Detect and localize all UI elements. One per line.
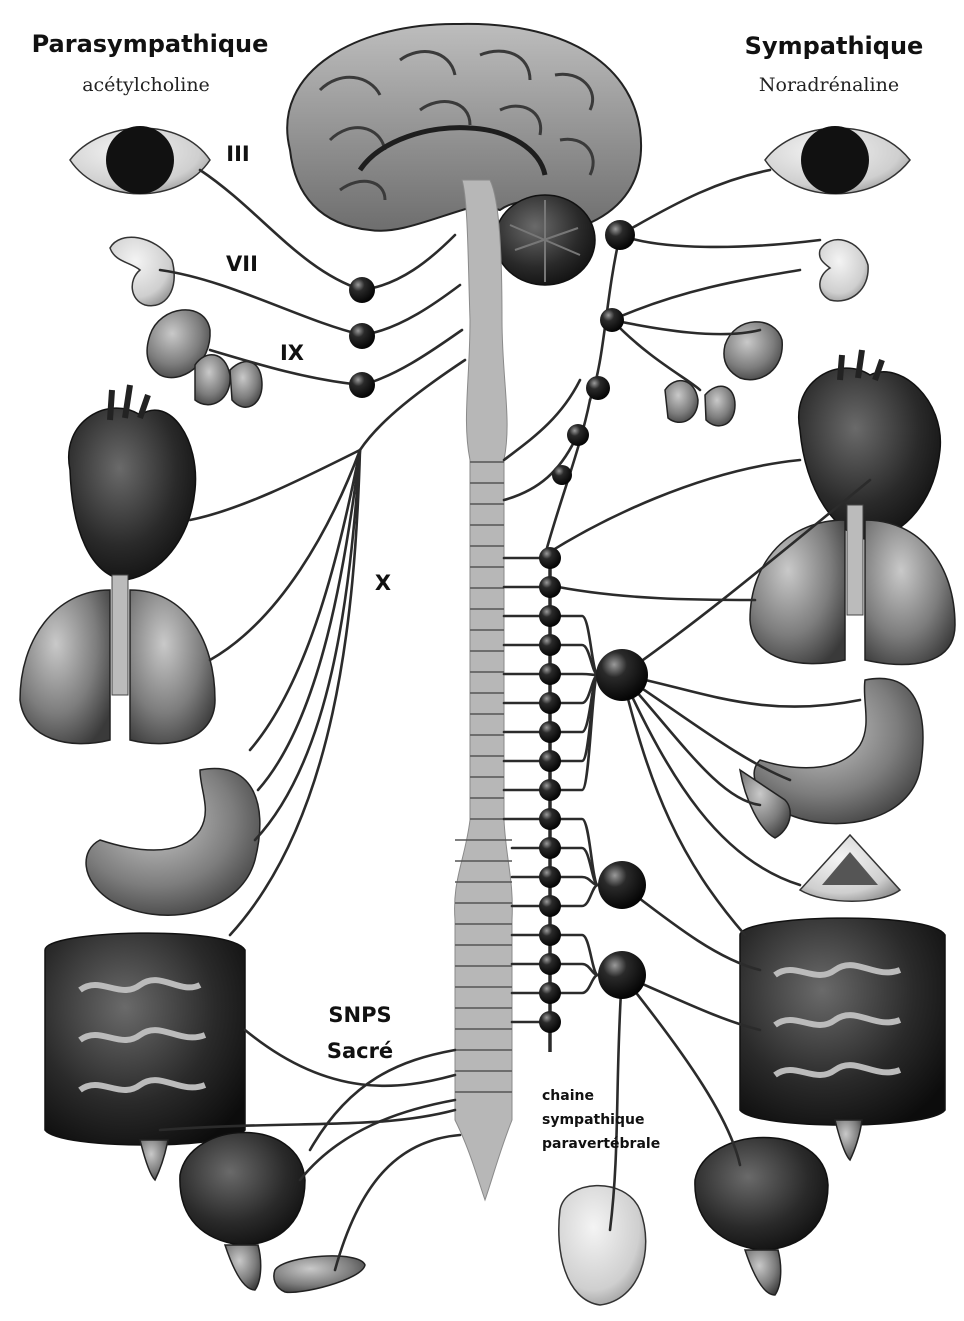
right-eye [765, 126, 910, 194]
chain-ganglion [539, 692, 561, 714]
left-pupil [106, 126, 174, 194]
chain-label-line3: paravertébrale [542, 1136, 660, 1152]
cervical-ganglion [552, 465, 572, 485]
left-subtitle: acétylcholine [82, 74, 210, 96]
right-intestines [740, 918, 945, 1160]
sympathetic-chain [504, 547, 598, 1052]
chain-ganglion [539, 837, 561, 859]
right-lacrimal-gland [819, 240, 868, 301]
parasympathetic-ganglia [349, 277, 375, 398]
right-title: Sympathique [745, 32, 924, 60]
chain-ganglion [539, 953, 561, 975]
spinal-cord [455, 180, 513, 1200]
left-lungs [20, 575, 215, 744]
chain-ganglion [539, 576, 561, 598]
left-heart [69, 385, 196, 580]
celiac-ganglion [596, 649, 648, 701]
chain-ganglion [539, 808, 561, 830]
ganglion-vii [349, 323, 375, 349]
right-bladder [695, 1138, 828, 1296]
cervical-ganglion [567, 424, 589, 446]
right-pupil [801, 126, 869, 194]
chain-ganglion [539, 895, 561, 917]
chain-ganglion [539, 547, 561, 569]
chain-label-line1: chaine [542, 1088, 594, 1104]
left-genital-organ [274, 1256, 365, 1292]
sacral-label-line2: Sacré [327, 1039, 393, 1063]
left-eye [70, 126, 210, 194]
superior-mesenteric-ganglion [598, 861, 646, 909]
chain-ganglion [539, 924, 561, 946]
right-stomach [740, 678, 923, 838]
middle-cervical-ganglion [600, 308, 624, 332]
right-adrenal-gland [800, 835, 900, 901]
left-stomach [86, 768, 260, 915]
ganglion-ix [349, 372, 375, 398]
prevertebral-ganglia [596, 649, 648, 999]
right-testis [559, 1186, 646, 1305]
nerve-label-ix: IX [280, 341, 304, 365]
inferior-mesenteric-ganglion [598, 951, 646, 999]
chain-ganglion [539, 866, 561, 888]
chain-label-line2: sympathique [542, 1112, 644, 1128]
chain-ganglion [539, 663, 561, 685]
right-heart [799, 350, 941, 540]
nerve-label-vii: VII [226, 252, 258, 276]
chain-ganglion [539, 779, 561, 801]
brain [287, 24, 641, 285]
nerve-label-x: X [375, 571, 391, 595]
right-subtitle: Noradrénaline [759, 74, 899, 96]
chain-ganglion [539, 750, 561, 772]
left-title: Parasympathique [32, 30, 269, 58]
chain-ganglion [539, 605, 561, 627]
chain-ganglion [539, 1011, 561, 1033]
right-lungs [750, 505, 955, 664]
left-salivary-glands [147, 310, 262, 407]
nerve-label-iii: III [226, 142, 249, 166]
right-salivary-glands [665, 322, 782, 426]
chain-ganglion [539, 634, 561, 656]
cervical-ganglion [586, 376, 610, 400]
chain-ganglion [539, 721, 561, 743]
sacral-label-line1: SNPS [328, 1003, 391, 1027]
chain-ganglion [539, 982, 561, 1004]
ganglion-iii [349, 277, 375, 303]
superior-cervical-ganglion [605, 220, 635, 250]
